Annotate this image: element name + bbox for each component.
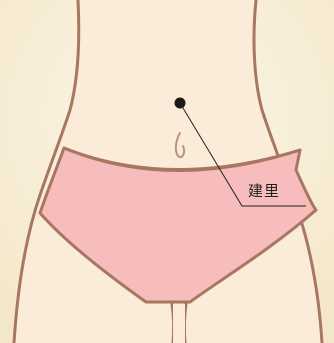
thigh-gap xyxy=(173,304,185,343)
acupoint-label: 建里 xyxy=(248,184,280,199)
